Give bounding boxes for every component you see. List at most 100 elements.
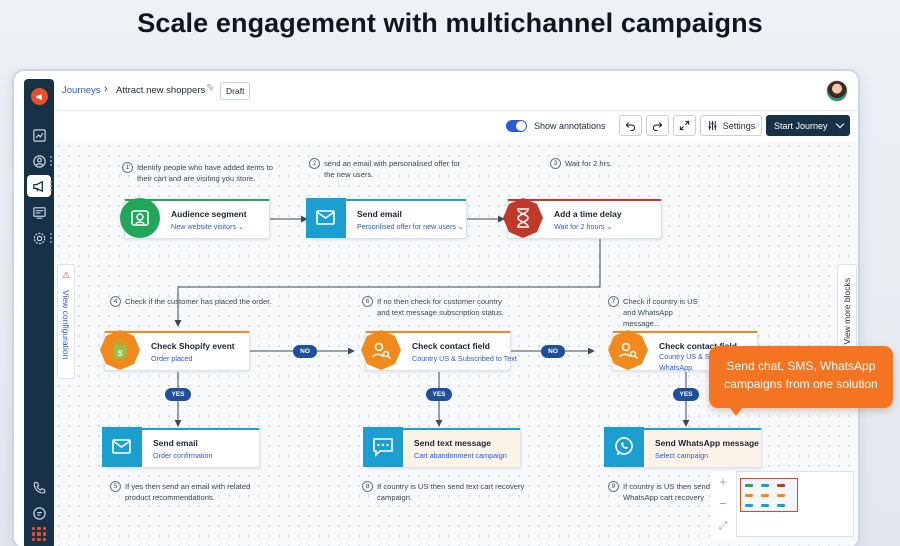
step-number: 6: [362, 296, 373, 307]
audience-segment-icon: [118, 196, 162, 240]
more-dots-icon[interactable]: [50, 156, 53, 166]
chat-icon[interactable]: [29, 503, 49, 523]
send-email-node[interactable]: Send email Order confirmation: [102, 427, 260, 468]
email-icon: [304, 196, 348, 240]
apps-grid-icon[interactable]: [32, 527, 46, 541]
node-title: Check Shopify event: [151, 341, 235, 351]
email-icon: [100, 425, 144, 469]
journey-toolbar: Show annotations Settings Start Journey: [54, 111, 858, 141]
hourglass-icon: [501, 196, 545, 240]
node-title: Check contact field: [659, 341, 737, 351]
annotation-step: 5 If yes then send an email with related…: [110, 481, 270, 503]
more-dots-icon[interactable]: [50, 181, 53, 191]
step-text: If country is US then send text cart rec…: [377, 482, 525, 502]
view-configuration-tab[interactable]: ⚠ View configuration: [57, 264, 75, 379]
check-shopify-node[interactable]: S Check Shopify event Order placed: [100, 330, 250, 371]
step-number: 1: [122, 162, 133, 173]
node-subtitle: Wait for 2 hours ⌄: [554, 222, 613, 231]
step-number: 9: [608, 481, 619, 492]
send-email-node[interactable]: Send email Personlised offer for new use…: [306, 198, 467, 239]
svg-text:S: S: [117, 349, 123, 358]
check-contact-field-node[interactable]: Check contact field Country US & Subscri…: [361, 330, 517, 371]
zoom-in-button[interactable]: +: [719, 474, 727, 489]
step-text: If no then check for customer country an…: [377, 297, 505, 317]
settings-icon[interactable]: [29, 228, 49, 248]
branch-yes-pill: YES: [426, 388, 452, 401]
branch-no-pill: NO: [541, 345, 565, 358]
node-subtitle: Order placed: [151, 354, 193, 363]
annotation-step: 9 If country is US then send WhatsApp ca…: [608, 481, 713, 505]
step-number: 4: [110, 296, 121, 307]
step-number: 5: [110, 481, 121, 492]
status-badge: Draft: [220, 82, 251, 100]
expand-icon: [679, 120, 690, 131]
settings-label: Settings: [722, 120, 756, 131]
app-window: Journeys › Attract new shoppers ✎ Draft …: [12, 69, 860, 546]
step-text: send an email with personalised offer fo…: [324, 159, 461, 179]
node-title: Send WhatsApp message: [655, 438, 759, 448]
branch-yes-pill: YES: [673, 388, 699, 401]
templates-icon[interactable]: [29, 202, 49, 222]
start-journey-label: Start Journey: [774, 120, 828, 131]
node-subtitle: Order confirmation: [153, 451, 213, 460]
step-number: 8: [362, 481, 373, 492]
step-text: Check if the customer has placed the ord…: [125, 297, 272, 306]
feature-callout: Send chat, SMS, WhatsApp campaigns from …: [709, 346, 893, 416]
fit-view-button[interactable]: ⤢: [718, 520, 728, 532]
node-subtitle: Country US & Subscribed to Text: [412, 354, 517, 363]
step-number: 3: [550, 158, 561, 169]
time-delay-node[interactable]: Add a time delay Wait for 2 hours ⌄: [503, 198, 662, 239]
journey-canvas[interactable]: ⚠ View configuration View more blocks 1 …: [54, 141, 858, 546]
whatsapp-icon: [602, 425, 646, 469]
contacts-icon[interactable]: [29, 151, 49, 171]
megaphone-logo-icon[interactable]: [31, 88, 48, 105]
pencil-edit-icon[interactable]: ✎: [206, 83, 215, 94]
step-text: If yes then send an email with related p…: [125, 482, 251, 502]
zoom-out-button[interactable]: −: [719, 496, 727, 511]
campaigns-icon[interactable]: [27, 175, 51, 197]
redo-icon: [652, 122, 663, 131]
audience-segment-node[interactable]: Audience segment New website visitors ⌄: [120, 198, 270, 239]
minimap-viewport[interactable]: [740, 478, 798, 512]
node-subtitle: Country US & Subscribed to WhatsApp: [659, 352, 749, 372]
send-text-message-node[interactable]: Send text message Cart abandonment campa…: [363, 427, 521, 468]
more-dots-icon[interactable]: [50, 233, 53, 243]
page-headline: Scale engagement with multichannel campa…: [137, 8, 763, 38]
start-journey-button[interactable]: Start Journey: [766, 115, 850, 136]
view-configuration-label: View configuration: [61, 289, 71, 360]
node-title: Check contact field: [412, 341, 490, 351]
fullscreen-button[interactable]: [673, 115, 696, 136]
phone-icon[interactable]: [29, 477, 49, 497]
send-whatsapp-node[interactable]: Send WhatsApp message Select campaign: [604, 427, 762, 468]
view-more-blocks-label: View more blocks: [842, 277, 852, 345]
step-text: Identify people who have added items to …: [137, 163, 273, 183]
annotations-toggle[interactable]: [506, 120, 527, 132]
settings-button[interactable]: Settings: [700, 115, 762, 136]
undo-button[interactable]: [619, 115, 642, 136]
annotation-step: 3 Wait for 2 hrs.: [550, 158, 670, 169]
left-nav: [24, 79, 54, 546]
node-title: Send text message: [414, 438, 492, 448]
annotation-step: 1 Identify people who have added items t…: [122, 162, 287, 184]
branch-no-pill: NO: [293, 345, 317, 358]
node-title: Send email: [357, 209, 402, 219]
annotation-step: 6 If no then check for customer country …: [362, 296, 512, 318]
analytics-icon[interactable]: [29, 125, 49, 145]
annotation-step: 4 Check if the customer has placed the o…: [110, 296, 310, 307]
step-text: If country is US then send WhatsApp cart…: [623, 482, 710, 505]
shopify-icon: S: [98, 328, 142, 372]
user-avatar[interactable]: [826, 80, 848, 102]
redo-button[interactable]: [646, 115, 669, 136]
node-title: Add a time delay: [554, 209, 622, 219]
minimap[interactable]: [736, 471, 854, 537]
branch-yes-pill: YES: [165, 388, 191, 401]
journey-title: Attract new shoppers: [116, 85, 206, 96]
breadcrumb-separator: ›: [104, 83, 108, 95]
step-text: Check if country is US and WhatsApp mess…: [623, 297, 698, 328]
view-more-blocks-tab[interactable]: View more blocks: [837, 264, 857, 358]
step-text: Wait for 2 hrs.: [565, 159, 612, 168]
node-subtitle: New website visitors ⌄: [171, 222, 245, 231]
node-subtitle: Personlised offer for new users ⌄: [357, 222, 464, 231]
breadcrumb-journeys-link[interactable]: Journeys: [62, 85, 101, 96]
contact-search-icon: [359, 328, 403, 372]
